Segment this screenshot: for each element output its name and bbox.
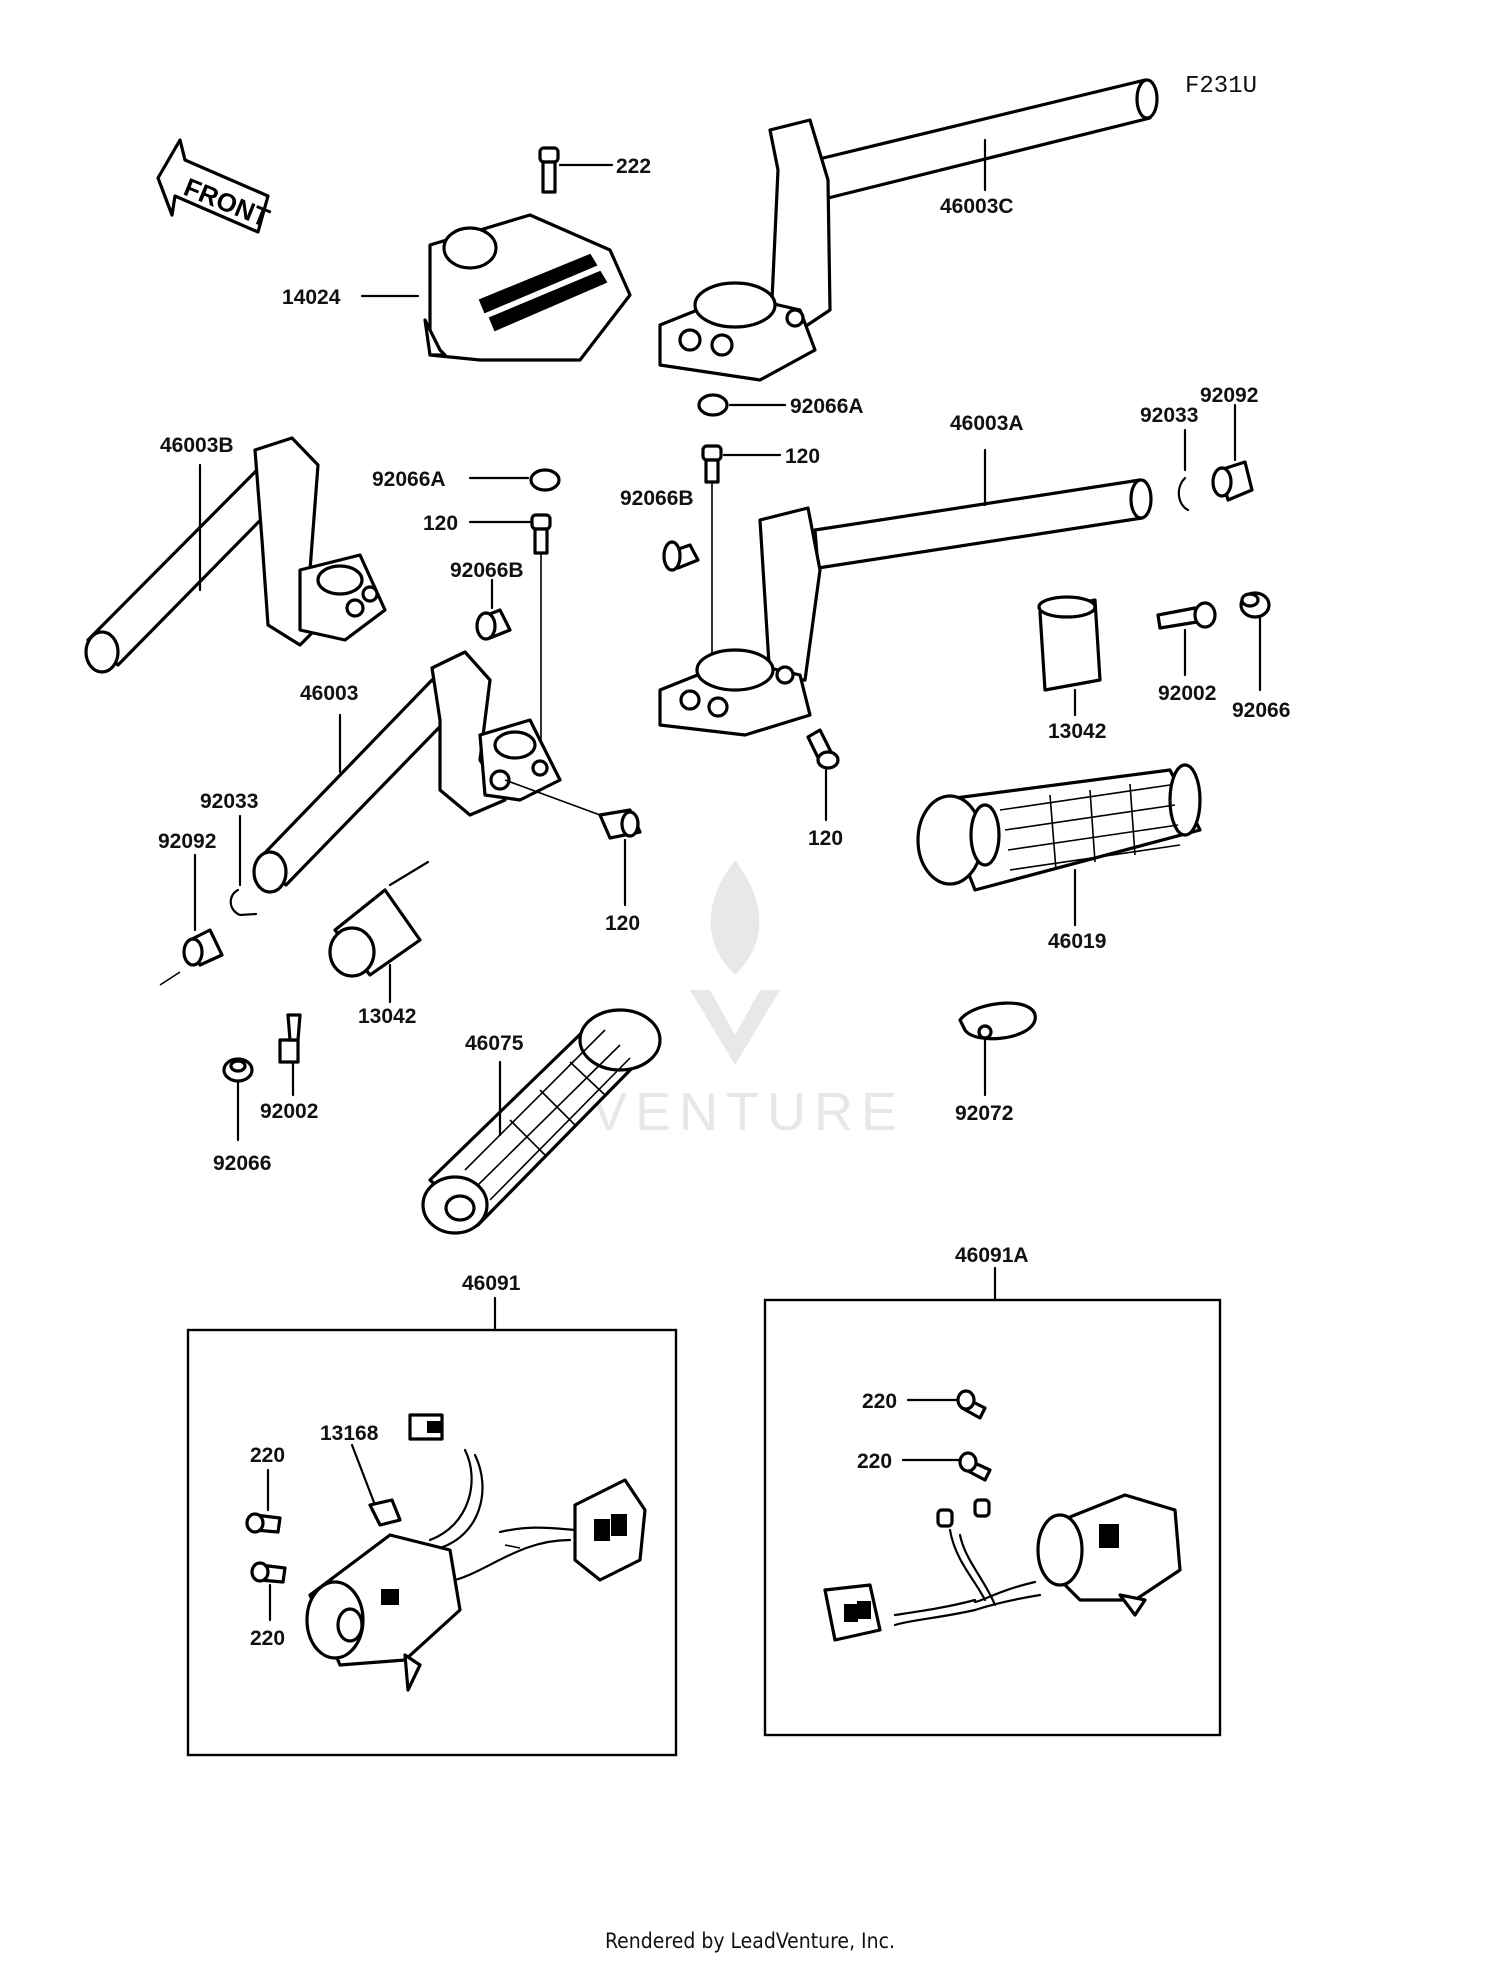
screw-92002-right [1156, 601, 1217, 677]
front-arrow-icon: FRONT [156, 138, 274, 234]
circlip-92033-left [229, 814, 258, 917]
label-220-d: 220 [857, 1450, 892, 1473]
grip-46075 [421, 1008, 662, 1235]
handlebar-46003A [658, 448, 1153, 737]
cap-92066B-mid [475, 578, 512, 641]
label-92066-right: 92066 [1232, 699, 1290, 722]
label-92092-left: 92092 [158, 830, 216, 853]
label-46003C: 46003C [940, 195, 1014, 218]
cap-92066B-right [662, 540, 700, 572]
bolt-120-b [468, 513, 552, 740]
circlip-92033-right [1177, 428, 1190, 512]
label-92066B-right: 92066B [620, 487, 694, 510]
label-46003A: 46003A [950, 412, 1024, 435]
label-92066B-mid: 92066B [450, 559, 524, 582]
label-120-b: 120 [423, 512, 458, 535]
label-92092-right: 92092 [1200, 384, 1258, 407]
label-13168: 13168 [320, 1422, 379, 1445]
cap-92066-left [222, 1057, 254, 1142]
label-92002-right: 92002 [1158, 682, 1216, 705]
label-92002-left: 92002 [260, 1100, 318, 1123]
label-46091: 46091 [462, 1272, 521, 1295]
weight-13042-left [328, 860, 430, 1004]
label-220-b: 220 [250, 1627, 285, 1650]
label-92066A-top: 92066A [790, 395, 864, 418]
label-120-d: 120 [808, 827, 843, 850]
label-46003B: 46003B [160, 434, 234, 457]
label-46003: 46003 [300, 682, 358, 705]
clamp-92072 [958, 1001, 1037, 1097]
label-92033-left: 92033 [200, 790, 258, 813]
diagram-code: F231U [1185, 73, 1257, 100]
label-92066-left: 92066 [213, 1152, 271, 1175]
label-92066A-mid: 92066A [372, 468, 446, 491]
handlebar-46003C [658, 78, 1159, 382]
weight-92092-right [1211, 403, 1254, 502]
cover-14024 [360, 213, 632, 362]
cap-92066A-top [697, 393, 787, 417]
weight-92092-left [159, 853, 224, 986]
bolt-120-c [598, 808, 642, 907]
switch-assembly-46091 [186, 1296, 678, 1757]
bolt-120-d [806, 728, 840, 822]
handlebar-46003B [84, 436, 387, 674]
label-220-a: 220 [250, 1444, 285, 1467]
label-120-c: 120 [605, 912, 640, 935]
bolt-222 [538, 146, 614, 194]
switch-assembly-46091A [763, 1266, 1222, 1737]
label-13042-right: 13042 [1048, 720, 1106, 743]
label-46091A: 46091A [955, 1244, 1029, 1267]
handlebar-46003 [252, 650, 601, 894]
cap-92066A-mid [468, 468, 561, 492]
label-13042-left: 13042 [358, 1005, 416, 1028]
screw-92002-left [278, 1013, 302, 1097]
label-92072: 92072 [955, 1102, 1013, 1125]
label-220-c: 220 [862, 1390, 897, 1413]
label-222: 222 [616, 155, 651, 178]
footer-text: Rendered by LeadVenture, Inc. [605, 1929, 895, 1953]
grip-46019 [916, 763, 1202, 927]
label-120-a: 120 [785, 445, 820, 468]
label-46075: 46075 [465, 1032, 524, 1055]
cap-92066-right [1239, 591, 1271, 692]
weight-13042-right [1037, 595, 1102, 717]
label-46019: 46019 [1048, 930, 1106, 953]
label-14024: 14024 [282, 286, 341, 309]
label-92033-right: 92033 [1140, 404, 1198, 427]
